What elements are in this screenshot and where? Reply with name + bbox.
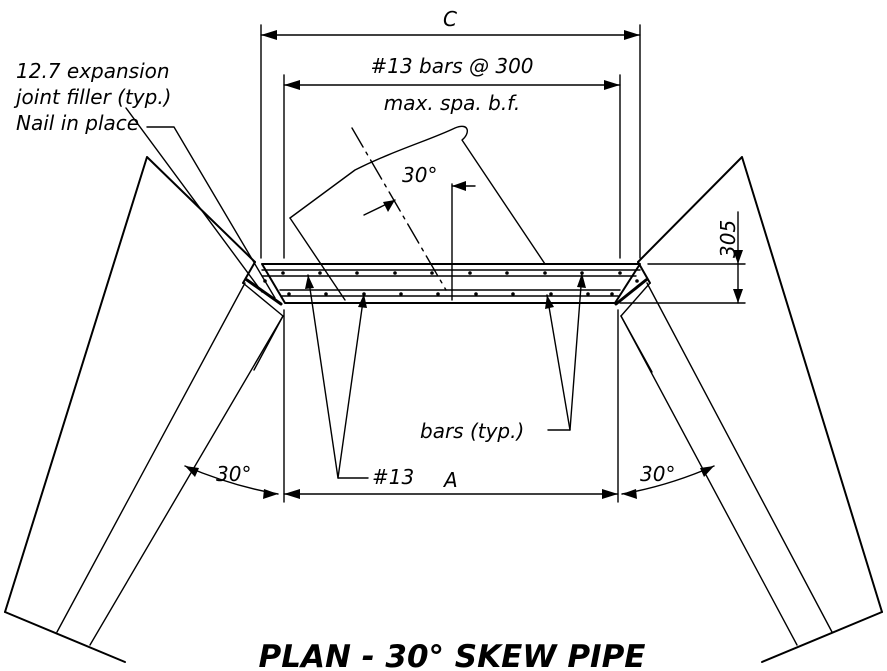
dimension-a — [283, 309, 619, 503]
dimension-305-label: 305 — [716, 220, 740, 258]
drawing-title: PLAN - 30° SKEW PIPE — [259, 639, 646, 671]
dimension-c-label: C — [443, 7, 457, 31]
pipe-skew-angle-indicator — [363, 181, 476, 301]
bars-typ-leader — [545, 272, 586, 431]
dimension-c — [260, 24, 641, 259]
left-wing-wall — [4, 156, 284, 663]
joint-filler-label-line2: joint filler (typ.) — [13, 85, 171, 109]
right-wing-angle-arc — [621, 465, 715, 499]
bar-13-label: #13 — [372, 465, 414, 489]
left-wing-angle-arc — [184, 465, 279, 499]
bars-typ-label: bars (typ.) — [420, 419, 524, 443]
nail-in-place-label: Nail in place — [16, 111, 139, 135]
bar-spacing-label: #13 bars @ 300 — [370, 54, 533, 78]
max-spacing-label: max. spa. b.f. — [384, 91, 520, 115]
headwall-slab — [261, 263, 641, 304]
joint-filler-label-line1: 12.7 expansion — [16, 59, 170, 83]
dimension-a-label: A — [442, 468, 458, 492]
joint-filler-leader — [125, 107, 276, 299]
bar-spacing-dimension — [283, 74, 621, 259]
bar-13-leader — [305, 274, 369, 479]
left-wing-angle-label: 30° — [216, 462, 251, 486]
right-wing-wall — [614, 156, 883, 663]
right-wing-angle-label: 30° — [640, 462, 675, 486]
skewed-pipe — [289, 125, 546, 301]
pipe-skew-angle-label: 30° — [402, 163, 437, 187]
dimension-305 — [619, 211, 746, 304]
